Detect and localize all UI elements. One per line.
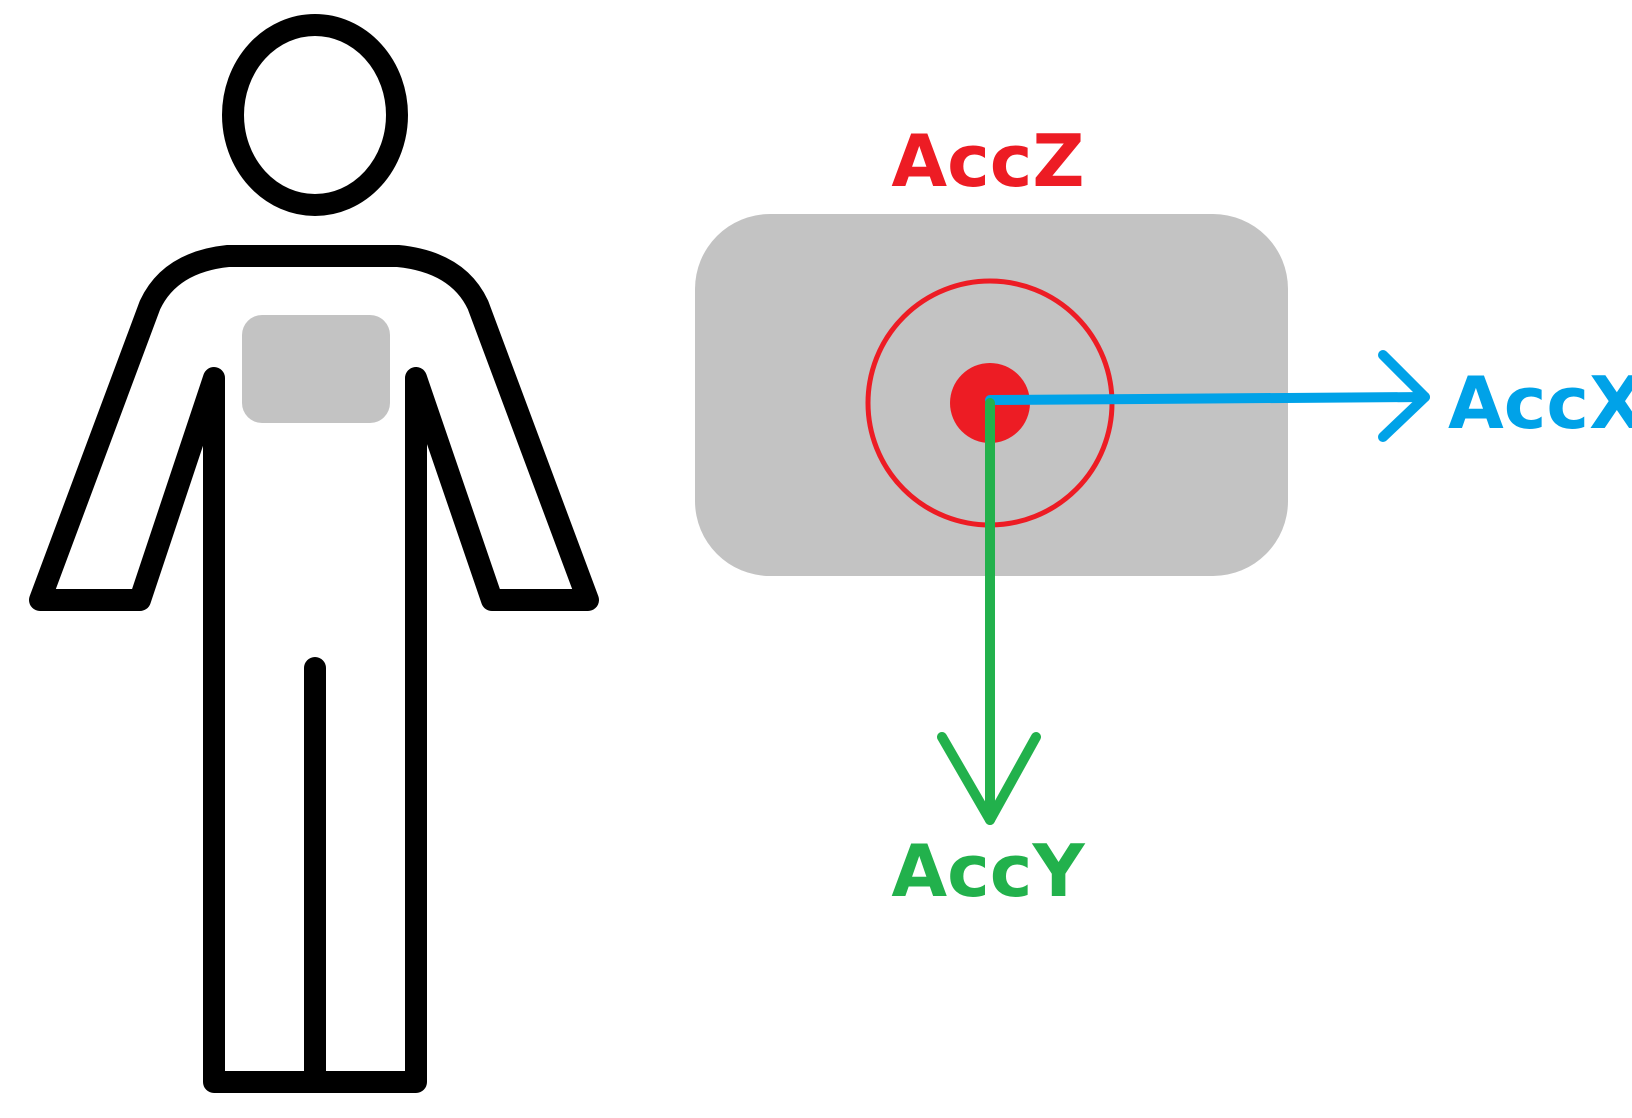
x-axis-arrow xyxy=(985,350,1430,442)
z-axis-label: AccZ xyxy=(891,119,1084,203)
chest-sensor-patch xyxy=(242,315,390,423)
figure-head xyxy=(222,14,408,216)
figure-body-outline xyxy=(29,245,599,1093)
x-axis-label: AccX xyxy=(1448,361,1632,445)
y-axis-arrow xyxy=(937,398,1041,825)
y-axis-label: AccY xyxy=(891,829,1085,913)
human-figure xyxy=(29,14,599,1093)
